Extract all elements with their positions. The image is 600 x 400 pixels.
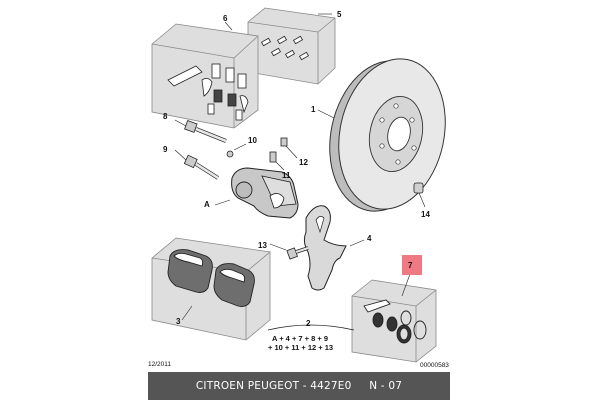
callout-14: 14	[421, 210, 430, 219]
brake-caliper	[231, 167, 299, 219]
formula-line-2: + 10 + 11 + 12 + 13	[268, 343, 333, 352]
footer-bar: CITROEN PEUGEOT - 4427E0 N - 07	[148, 372, 450, 400]
kit-box-3	[151, 237, 271, 341]
date-code: 12/2011	[148, 361, 171, 368]
exploded-brake-diagram: 6 5 1 8 10 9 12 11 A 14 4 13 7 3 2 A + 4…	[148, 7, 449, 369]
callout-12: 12	[299, 158, 308, 167]
callout-8: 8	[163, 112, 168, 121]
callout-5: 5	[337, 10, 342, 19]
item-14-cap	[413, 182, 426, 208]
drawing-number: 00000583	[420, 362, 449, 369]
item-10-part	[226, 143, 247, 158]
callout-6: 6	[223, 14, 228, 23]
callout-A: A	[204, 200, 210, 209]
callout-7-highlight	[402, 255, 422, 275]
callout-11: 11	[282, 171, 291, 180]
callout-1: 1	[311, 105, 316, 114]
callout-13: 13	[258, 241, 267, 250]
caliper-bracket	[303, 205, 347, 291]
formula-bracket	[267, 324, 355, 331]
callout-9: 9	[163, 145, 168, 154]
kit-box-7	[351, 279, 437, 363]
callout-7: 7	[408, 261, 413, 270]
callout-2: 2	[306, 319, 311, 328]
callout-10: 10	[248, 136, 257, 145]
bolt-13	[269, 243, 309, 260]
bolt-9	[174, 149, 220, 180]
bolt-8	[174, 119, 227, 143]
kit-box-6	[151, 23, 259, 129]
footer-page: N - 07	[369, 380, 403, 392]
kit-box-5	[247, 7, 336, 85]
formula-line-1: A + 4 + 7 + 8 + 9	[272, 334, 328, 343]
callout-3: 3	[176, 317, 181, 326]
footer-brand: CITROEN PEUGEOT - 4427E0	[195, 380, 352, 392]
callout-4: 4	[367, 234, 372, 243]
bleed-screw	[269, 137, 298, 171]
brake-disc	[329, 58, 446, 212]
